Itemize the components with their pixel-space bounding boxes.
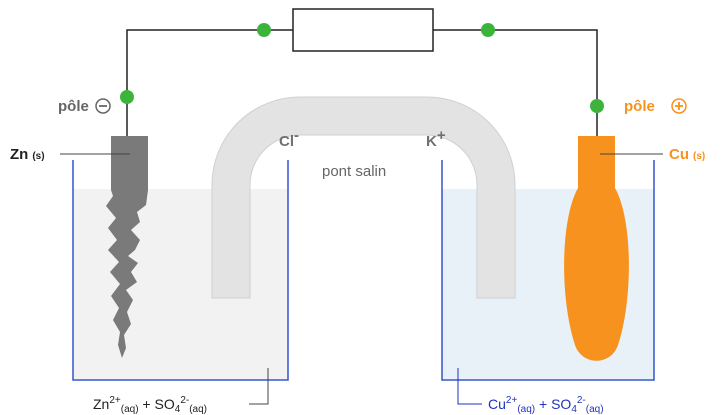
resistor	[292, 8, 434, 52]
svg-text:pôle: pôle	[624, 98, 655, 115]
copper-electrode	[564, 136, 629, 361]
svg-text:pôle: pôle	[58, 98, 89, 115]
left-solution-leader	[249, 368, 269, 405]
node-cu	[590, 99, 604, 113]
node-zn	[120, 90, 134, 104]
right-solution-leader	[457, 368, 482, 405]
cu-label: Cu(s)	[669, 146, 705, 163]
node-top-left	[257, 23, 271, 37]
wire-right	[433, 29, 598, 106]
node-top-right	[481, 23, 495, 37]
zn-label: Zn(s)	[10, 146, 45, 163]
wire-left	[126, 29, 293, 97]
plus-circle-icon	[671, 98, 687, 114]
beaker-left	[72, 160, 289, 381]
right-solution-label: Cu2+(aq) + SO42-(aq)	[488, 395, 604, 415]
solution-left	[73, 189, 288, 379]
cation-label: K+	[426, 127, 446, 150]
minus-circle-icon	[95, 98, 111, 114]
zinc-electrode	[106, 136, 148, 358]
salt-bridge	[211, 96, 516, 299]
pole-negative-label: pôle	[58, 98, 111, 115]
left-solution-label: Zn2+(aq) + SO42-(aq)	[93, 395, 207, 415]
salt-bridge-label: pont salin	[322, 163, 386, 180]
anion-label: Cl-	[279, 127, 299, 150]
beaker-right	[441, 160, 655, 381]
pole-positive-label: pôle	[624, 98, 687, 115]
external-circuit	[126, 8, 598, 136]
